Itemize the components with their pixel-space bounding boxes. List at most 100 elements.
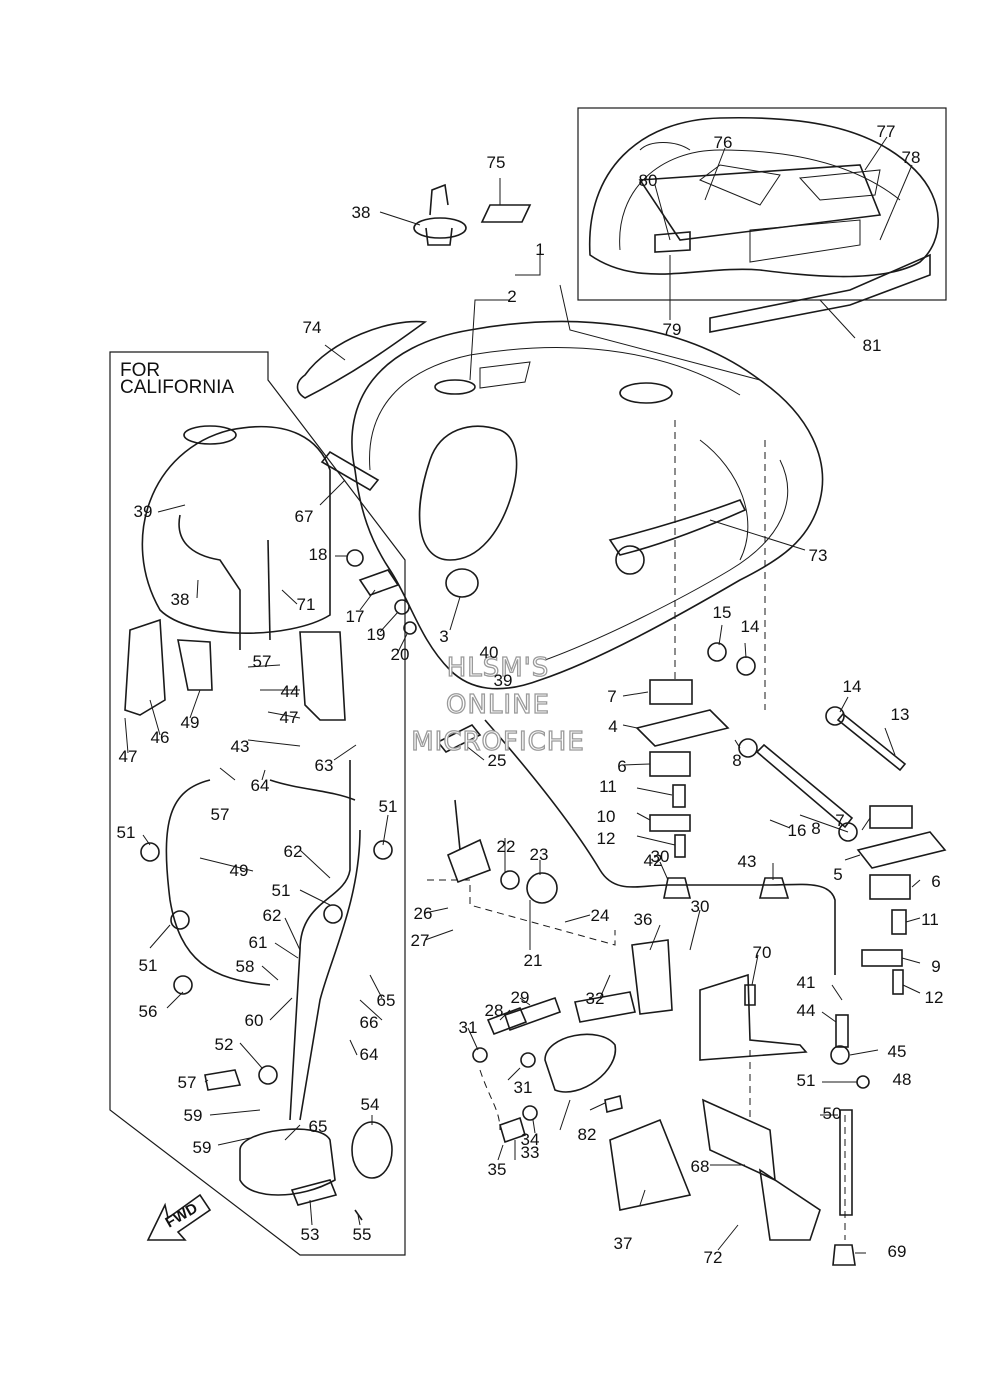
callout-35: 35: [488, 1160, 507, 1179]
callout-numbers: 1234566778891011111212131414151617181920…: [117, 122, 944, 1267]
callout-54: 54: [361, 1095, 380, 1114]
part-32-fuel-filter: [574, 991, 636, 1023]
callout-29: 29: [511, 988, 530, 1007]
callout-46: 46: [151, 728, 170, 747]
part-47-bolt: [856, 1075, 870, 1089]
part-8b-washer: [838, 822, 858, 842]
part-68-grommet: [832, 1244, 856, 1266]
callout-23: 23: [530, 845, 549, 864]
callout-14: 14: [843, 677, 862, 696]
part-31b-clip: [522, 1105, 538, 1121]
callout-51: 51: [797, 1071, 816, 1090]
callout-58: 58: [236, 957, 255, 976]
callout-7: 7: [607, 687, 616, 706]
callout-40: 40: [480, 643, 499, 662]
callout-2: 2: [507, 287, 516, 306]
callout-57: 57: [253, 652, 272, 671]
part-34-hose: [499, 1116, 526, 1144]
main-fuel-tank: [351, 320, 824, 690]
callout-14: 14: [741, 617, 760, 636]
callout-57: 57: [211, 805, 230, 824]
callout-82: 82: [578, 1125, 597, 1144]
part-31-clip: [520, 1052, 536, 1068]
callout-65: 65: [377, 991, 396, 1010]
part-19-washer: [394, 599, 410, 615]
callout-73: 73: [809, 546, 828, 565]
callout-51: 51: [139, 956, 158, 975]
part-44-clip: [830, 1045, 850, 1065]
part-35-bracket: [631, 939, 673, 1015]
callout-59: 59: [184, 1106, 203, 1125]
callout-22: 22: [497, 837, 516, 856]
callout-68: 68: [691, 1157, 710, 1176]
part-42-hose-clamp: [758, 877, 790, 899]
callout-71: 71: [297, 595, 316, 614]
callout-75: 75: [487, 153, 506, 172]
part-41-hose-clamp: [663, 877, 692, 899]
callout-63: 63: [315, 756, 334, 775]
callout-27: 27: [411, 931, 430, 950]
callout-50: 50: [823, 1104, 842, 1123]
part-11b-collar: [891, 909, 907, 935]
callout-38: 38: [171, 590, 190, 609]
callout-9: 9: [931, 957, 940, 976]
watermark-line1: HLSM'S: [447, 653, 550, 683]
callout-31: 31: [514, 1078, 533, 1097]
part-29-spring: [503, 996, 562, 1032]
fuel-hose-main: [484, 719, 836, 975]
callout-74: 74: [303, 318, 322, 337]
callout-72: 72: [704, 1248, 723, 1267]
callout-78: 78: [902, 148, 921, 167]
part-6b-damper: [869, 874, 911, 900]
callout-69: 69: [888, 1242, 907, 1261]
part-5-bracket: [856, 831, 947, 869]
callout-56: 56: [139, 1002, 158, 1021]
callout-5: 5: [833, 865, 842, 884]
callout-59: 59: [193, 1138, 212, 1157]
callout-32: 32: [586, 989, 605, 1008]
part-6-damper: [649, 751, 691, 777]
fwd-arrow-icon: [146, 1193, 212, 1241]
callout-51: 51: [272, 881, 291, 900]
callout-10: 10: [597, 807, 616, 826]
california-label-line1: FOR: [120, 360, 160, 381]
part-8-washer: [738, 738, 758, 758]
part-12b-bolt: [892, 969, 904, 995]
part-7-damper: [649, 679, 693, 705]
callout-36: 36: [634, 910, 653, 929]
part-82-nut: [604, 1095, 623, 1113]
inset-box-california: [109, 351, 406, 1256]
callout-21: 21: [524, 951, 543, 970]
part-43-joint: [835, 1014, 849, 1048]
callout-53: 53: [301, 1225, 320, 1244]
callout-24: 24: [591, 906, 610, 925]
part-18-damper: [346, 549, 364, 567]
part-21-fuel-cock: [436, 723, 558, 904]
callout-31: 31: [459, 1018, 478, 1037]
callout-47: 47: [119, 747, 138, 766]
callout-16: 16: [788, 821, 807, 840]
callout-48: 48: [893, 1070, 912, 1089]
callout-8: 8: [732, 751, 741, 770]
california-canister-assembly: [124, 425, 393, 1221]
part-66-hose: [320, 450, 380, 492]
callout-38: 38: [352, 203, 371, 222]
callout-52: 52: [215, 1035, 234, 1054]
part-16-pipe: [755, 743, 854, 829]
callout-4: 4: [608, 717, 617, 736]
callout-62: 62: [284, 842, 303, 861]
part-71-bracket: [758, 1168, 821, 1241]
leader-lines: [124, 136, 921, 1254]
callout-8: 8: [811, 819, 820, 838]
callout-11: 11: [921, 910, 939, 929]
callout-76: 76: [714, 133, 733, 152]
part-3-grommet: [445, 568, 479, 598]
part-13-bolt: [836, 712, 907, 772]
callout-42: 42: [644, 851, 663, 870]
callout-67: 67: [295, 507, 314, 526]
part-4-bracket: [635, 709, 730, 747]
callout-18: 18: [309, 545, 328, 564]
callout-51: 51: [379, 797, 398, 816]
part-12-bolt: [674, 834, 686, 858]
